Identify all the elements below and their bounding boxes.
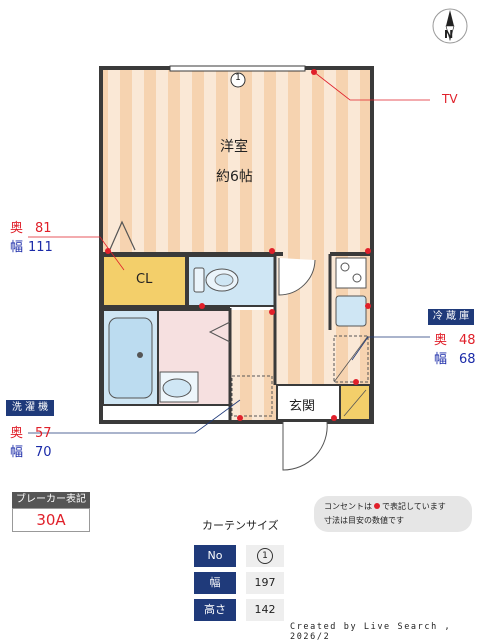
credit-text: Created by Live Search , 2026/2 [290,622,452,642]
entrance-label: 玄関 [289,399,316,414]
toilet-tank [193,267,205,293]
curtain-title: カーテンサイズ [202,519,279,532]
tv-label: TV [442,92,458,106]
curtain-row: 幅 197 [194,572,284,594]
window-marker-circle [230,72,246,88]
window-top [169,65,306,72]
breaker-value: 30A [12,508,90,532]
washer-space [231,375,273,417]
main-room-size: 約6帖 [216,169,253,185]
compass-label: N [444,28,454,41]
entrance-door [282,421,328,471]
washer-leader [28,399,241,434]
curtain-row: No 1 [194,545,284,567]
toilet-door-arc [278,258,316,296]
closet-label: CL [136,272,153,287]
bathtub [108,317,153,399]
closet-area [102,255,187,307]
curtain-no-circle: 1 [257,548,273,564]
fridge-title: 冷 蔵 庫 [428,309,474,325]
stove [335,257,367,289]
fridge-leader [351,336,430,361]
kitchen-sink [335,295,367,327]
washer-title: 洗 濯 機 [6,400,54,416]
outlet-note: コンセントはで表記しています 寸法は目安の数値です [314,496,472,532]
compass-needle-icon [446,10,454,26]
closet-door [107,220,136,255]
tv-leader [313,71,430,101]
fridge-space [333,335,369,383]
outlet-legend-icon [374,503,380,509]
window-marker-label: 1 [235,73,241,83]
wash-basin [162,378,192,398]
curtain-table: No 1 幅 197 高さ 142 [194,545,284,621]
breaker-title: ブレーカー表記 [12,492,90,508]
main-room-name: 洋室 [220,139,248,155]
main-room-floor [103,70,370,253]
cl-leader [28,236,125,271]
curtain-row: 高さ 142 [194,599,284,621]
hall-floor [230,310,277,420]
